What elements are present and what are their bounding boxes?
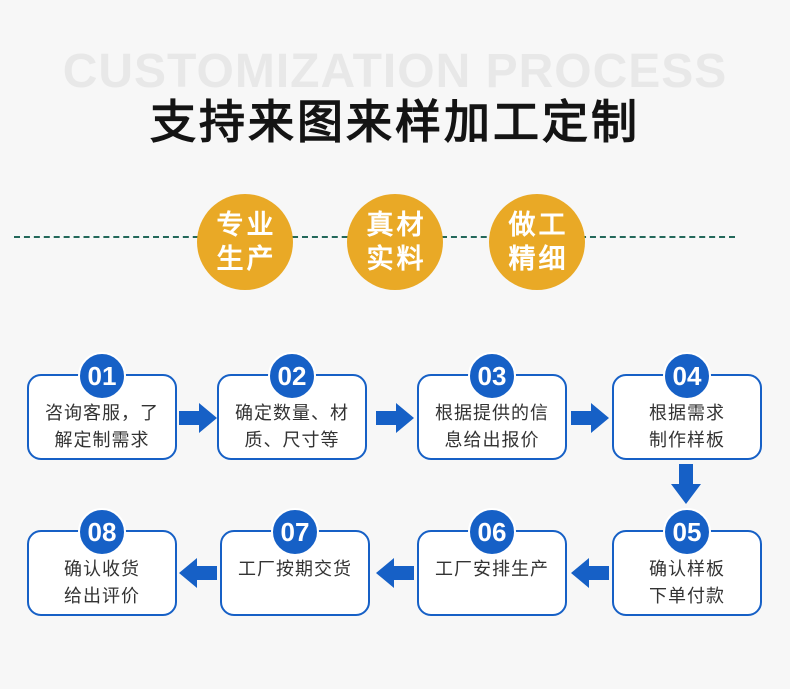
step-text-line: 工厂安排生产 [435, 559, 549, 579]
step-text-line: 根据需求 [649, 403, 725, 423]
step-text-line: 工厂按期交货 [238, 559, 352, 579]
step-text: 确认样板 下单付款 [614, 556, 760, 610]
step-text: 工厂安排生产 [419, 556, 565, 583]
step-text: 根据提供的信 息给出报价 [419, 400, 565, 454]
step-text-line: 确认样板 [649, 559, 725, 579]
step-number: 06 [468, 508, 516, 556]
step-text-line: 制作样板 [649, 430, 725, 450]
feature-badge-professional-production: 专业 生产 [197, 194, 293, 290]
step-number: 01 [78, 352, 126, 400]
feature-badge-line: 真材 [366, 210, 427, 240]
step-card-07: 07 工厂按期交货 [220, 508, 370, 616]
step-number: 02 [268, 352, 316, 400]
step-text: 确认收货 给出评价 [29, 556, 175, 610]
arrow-left-icon [376, 558, 414, 588]
step-number: 03 [468, 352, 516, 400]
step-number: 07 [271, 508, 319, 556]
step-text: 确定数量、材 质、尺寸等 [219, 400, 365, 454]
step-text-line: 确认收货 [64, 559, 140, 579]
step-card-02: 02 确定数量、材 质、尺寸等 [217, 352, 367, 460]
feature-badge-fine-workmanship: 做工 精细 [489, 194, 585, 290]
arrow-left-icon [179, 558, 217, 588]
step-text-line: 咨询客服，了 [45, 403, 159, 423]
arrow-down-icon [671, 464, 701, 504]
step-text-line: 下单付款 [649, 586, 725, 606]
step-text: 根据需求 制作样板 [614, 400, 760, 454]
step-text-line: 根据提供的信 [435, 403, 549, 423]
arrow-right-icon [376, 403, 414, 433]
step-text-line: 解定制需求 [54, 430, 150, 450]
feature-badge-line: 专业 [216, 210, 277, 240]
feature-badge-genuine-materials: 真材 实料 [347, 194, 443, 290]
step-card-04: 04 根据需求 制作样板 [612, 352, 762, 460]
step-text: 咨询客服，了 解定制需求 [29, 400, 175, 454]
step-number: 08 [78, 508, 126, 556]
step-card-08: 08 确认收货 给出评价 [27, 508, 177, 616]
step-text-line: 息给出报价 [444, 430, 540, 450]
watermark-text: CUSTOMIZATION PROCESS [62, 45, 728, 98]
step-card-03: 03 根据提供的信 息给出报价 [417, 352, 567, 460]
step-text-line: 确定数量、材 [235, 403, 349, 423]
feature-badge-line: 实料 [366, 244, 427, 274]
step-text: 工厂按期交货 [222, 556, 368, 583]
step-text-line: 质、尺寸等 [244, 430, 340, 450]
arrow-right-icon [179, 403, 217, 433]
page-title: 支持来图来样加工定制 [150, 96, 640, 148]
step-card-05: 05 确认样板 下单付款 [612, 508, 762, 616]
step-number: 04 [663, 352, 711, 400]
feature-badge-line: 精细 [508, 244, 569, 274]
step-text-line: 给出评价 [64, 586, 140, 606]
feature-badge-line: 做工 [508, 210, 569, 240]
feature-badge-line: 生产 [216, 244, 277, 274]
arrow-right-icon [571, 403, 609, 433]
step-card-01: 01 咨询客服，了 解定制需求 [27, 352, 177, 460]
step-card-06: 06 工厂安排生产 [417, 508, 567, 616]
step-number: 05 [663, 508, 711, 556]
arrow-left-icon [571, 558, 609, 588]
